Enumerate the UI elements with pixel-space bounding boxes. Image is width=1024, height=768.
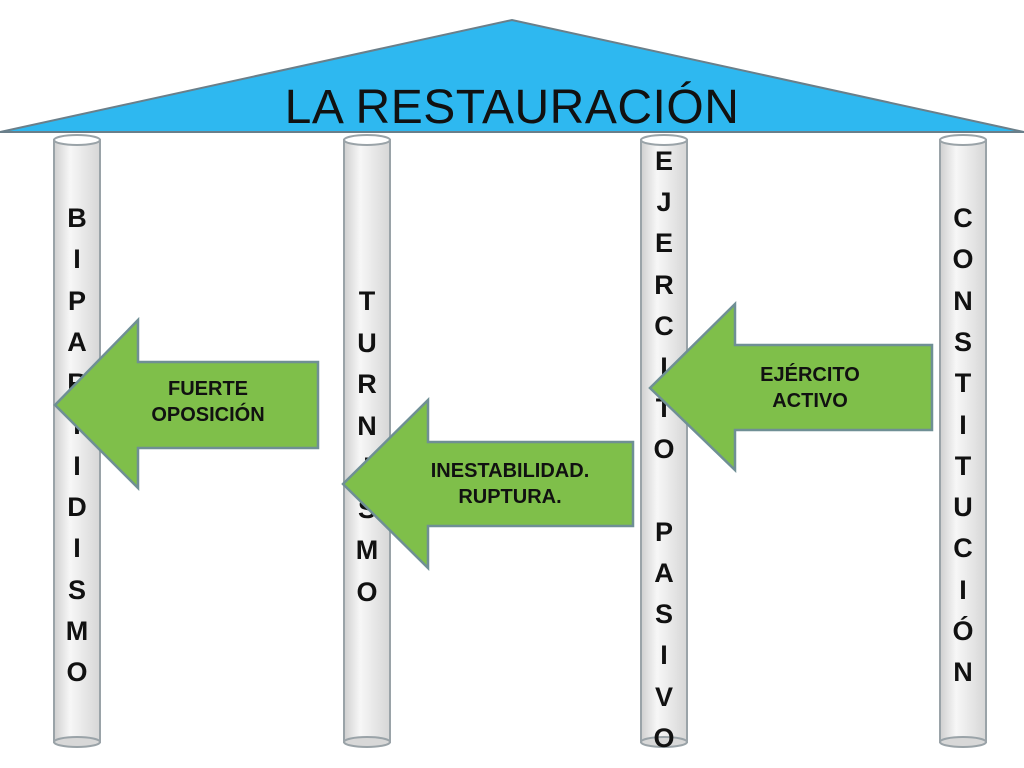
column-letter: C [953,533,973,564]
column-letter: R [357,369,377,399]
roof [0,18,1024,133]
column-letter: U [953,492,973,523]
column-letter: U [357,327,377,358]
arrow-label-line: RUPTURA. [458,486,562,508]
column-letter: O [66,657,88,688]
arrow-label-line: INESTABILIDAD. [430,460,590,482]
column-letter: I [959,574,967,605]
diagram-title: LA RESTAURACIÓN [284,81,740,134]
column-letter: C [654,310,674,341]
column-letter: N [953,285,973,316]
column-letter: N [357,410,377,441]
column-ejercito-pasivo [640,134,688,748]
column-letter: O [952,244,974,275]
column-letter: M [355,535,379,565]
arrow-inestabilidad [341,397,635,571]
column-letter: I [660,352,668,382]
column-letter: N [953,657,973,688]
arrow-label-line: FUERTE [168,378,248,400]
arrow-label-ejercito-activo: EJÉRCITO ACTIVO [730,362,890,414]
arrow-label-inestabilidad: INESTABILIDAD. RUPTURA. [400,458,620,510]
column-letter: E [654,146,673,176]
column-letter: O [653,434,675,465]
column-letter: M [65,616,89,646]
arrow-label-fuerte-oposicion: FUERTE OPOSICIÓN [118,376,298,428]
column-letter: T [954,368,972,399]
column-letter: I [73,450,81,481]
column-letter: Ó [952,616,974,646]
column-letter: D [67,492,87,523]
column-letter: O [356,576,378,607]
column-letter: P [67,285,86,316]
column-letter: I [73,533,81,564]
column-letter: V [654,681,673,712]
column-letter: O [653,722,675,753]
column-letter: I [660,640,668,671]
column-letter: A [67,326,87,357]
column-constitucion [939,134,987,748]
column-letter: I [959,409,967,440]
column-letter: T [358,286,376,316]
column-letter: P [654,516,673,547]
arrow-fuerte-oposicion [53,316,320,492]
column-letter: I [73,244,81,275]
arrow-label-line: OPOSICIÓN [151,404,265,426]
column-letter: S [654,599,673,630]
column-letter: T [954,450,972,481]
column-letter: S [67,574,86,605]
column-letter: B [67,203,87,233]
column-letter: C [953,203,973,233]
arrow-label-line: ACTIVO [772,390,848,412]
column-letter: S [953,326,972,357]
column-letter: R [654,269,674,300]
arrow-ejercito-activo [648,301,934,473]
column-letter: E [654,228,673,259]
column-letter: J [656,187,672,218]
arrow-label-line: EJÉRCITO [760,364,860,386]
column-letter: A [654,558,674,588]
column-turnismo [343,134,391,748]
